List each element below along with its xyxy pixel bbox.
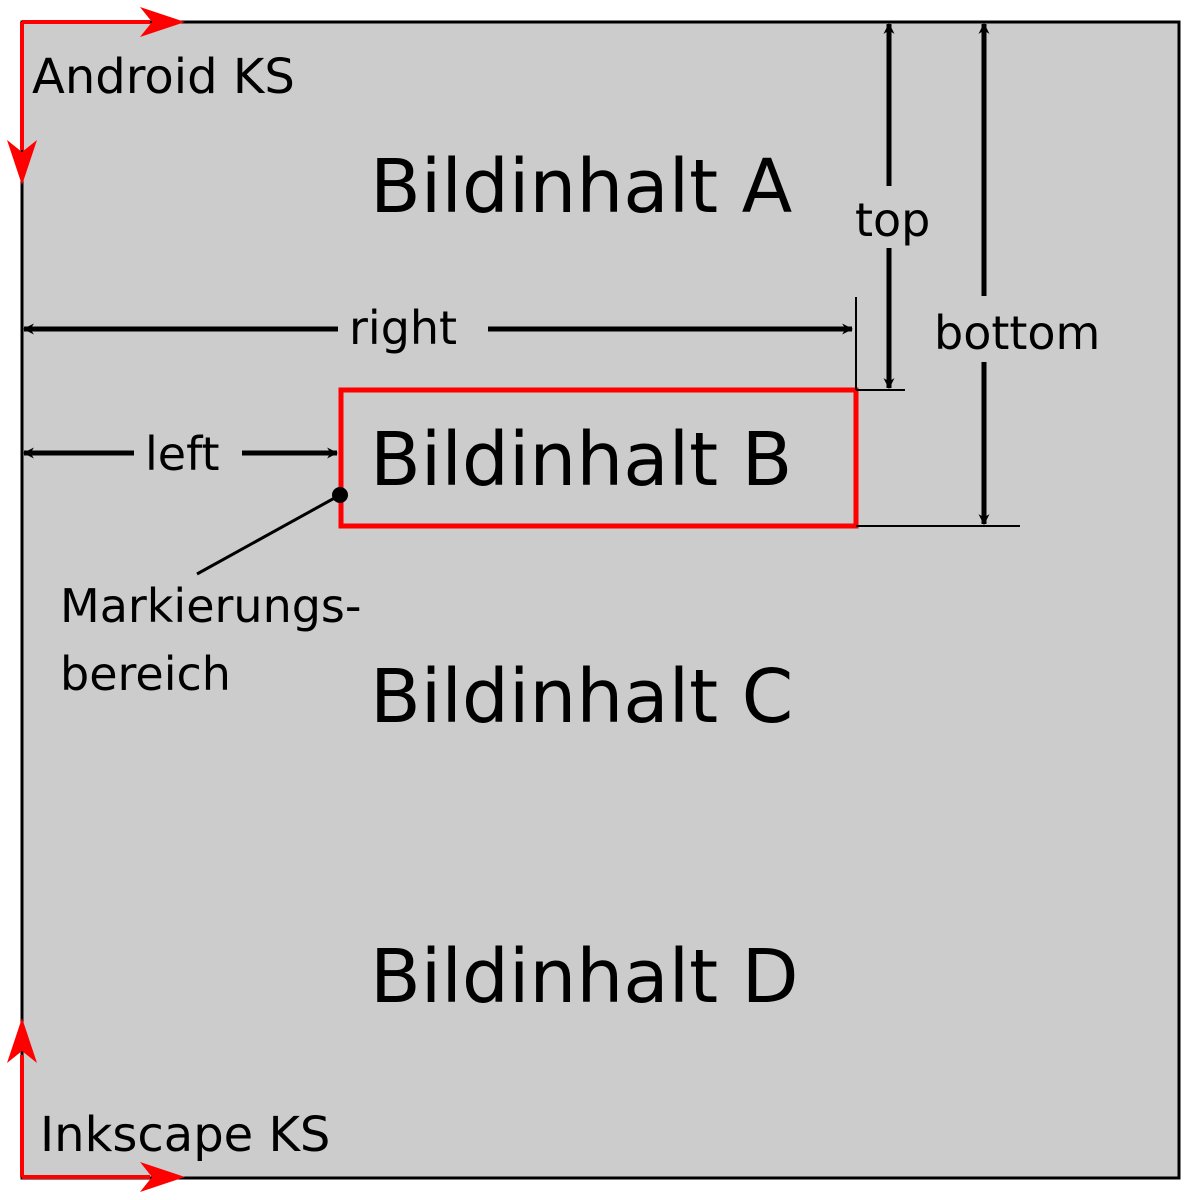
marker-label-line1: Markierungs- (60, 579, 362, 633)
android-axes-icon (7, 7, 185, 185)
callout-line (196, 493, 341, 576)
content-c: Bildinhalt C (370, 654, 793, 740)
inkscape-ks-label: Inkscape KS (40, 1107, 330, 1163)
inkscape-axes-icon (7, 1018, 185, 1192)
selection-rectangle (338, 387, 859, 529)
content-b: Bildinhalt B (370, 417, 792, 503)
android-ks-label: Android KS (32, 49, 295, 105)
content-d: Bildinhalt D (370, 934, 799, 1020)
bottom-label: bottom (934, 306, 1100, 360)
left-label: left (145, 427, 220, 481)
marker-label-line2: bereich (60, 647, 231, 701)
right-label: right (349, 301, 457, 355)
content-a: Bildinhalt A (370, 144, 793, 230)
top-label: top (855, 193, 930, 247)
